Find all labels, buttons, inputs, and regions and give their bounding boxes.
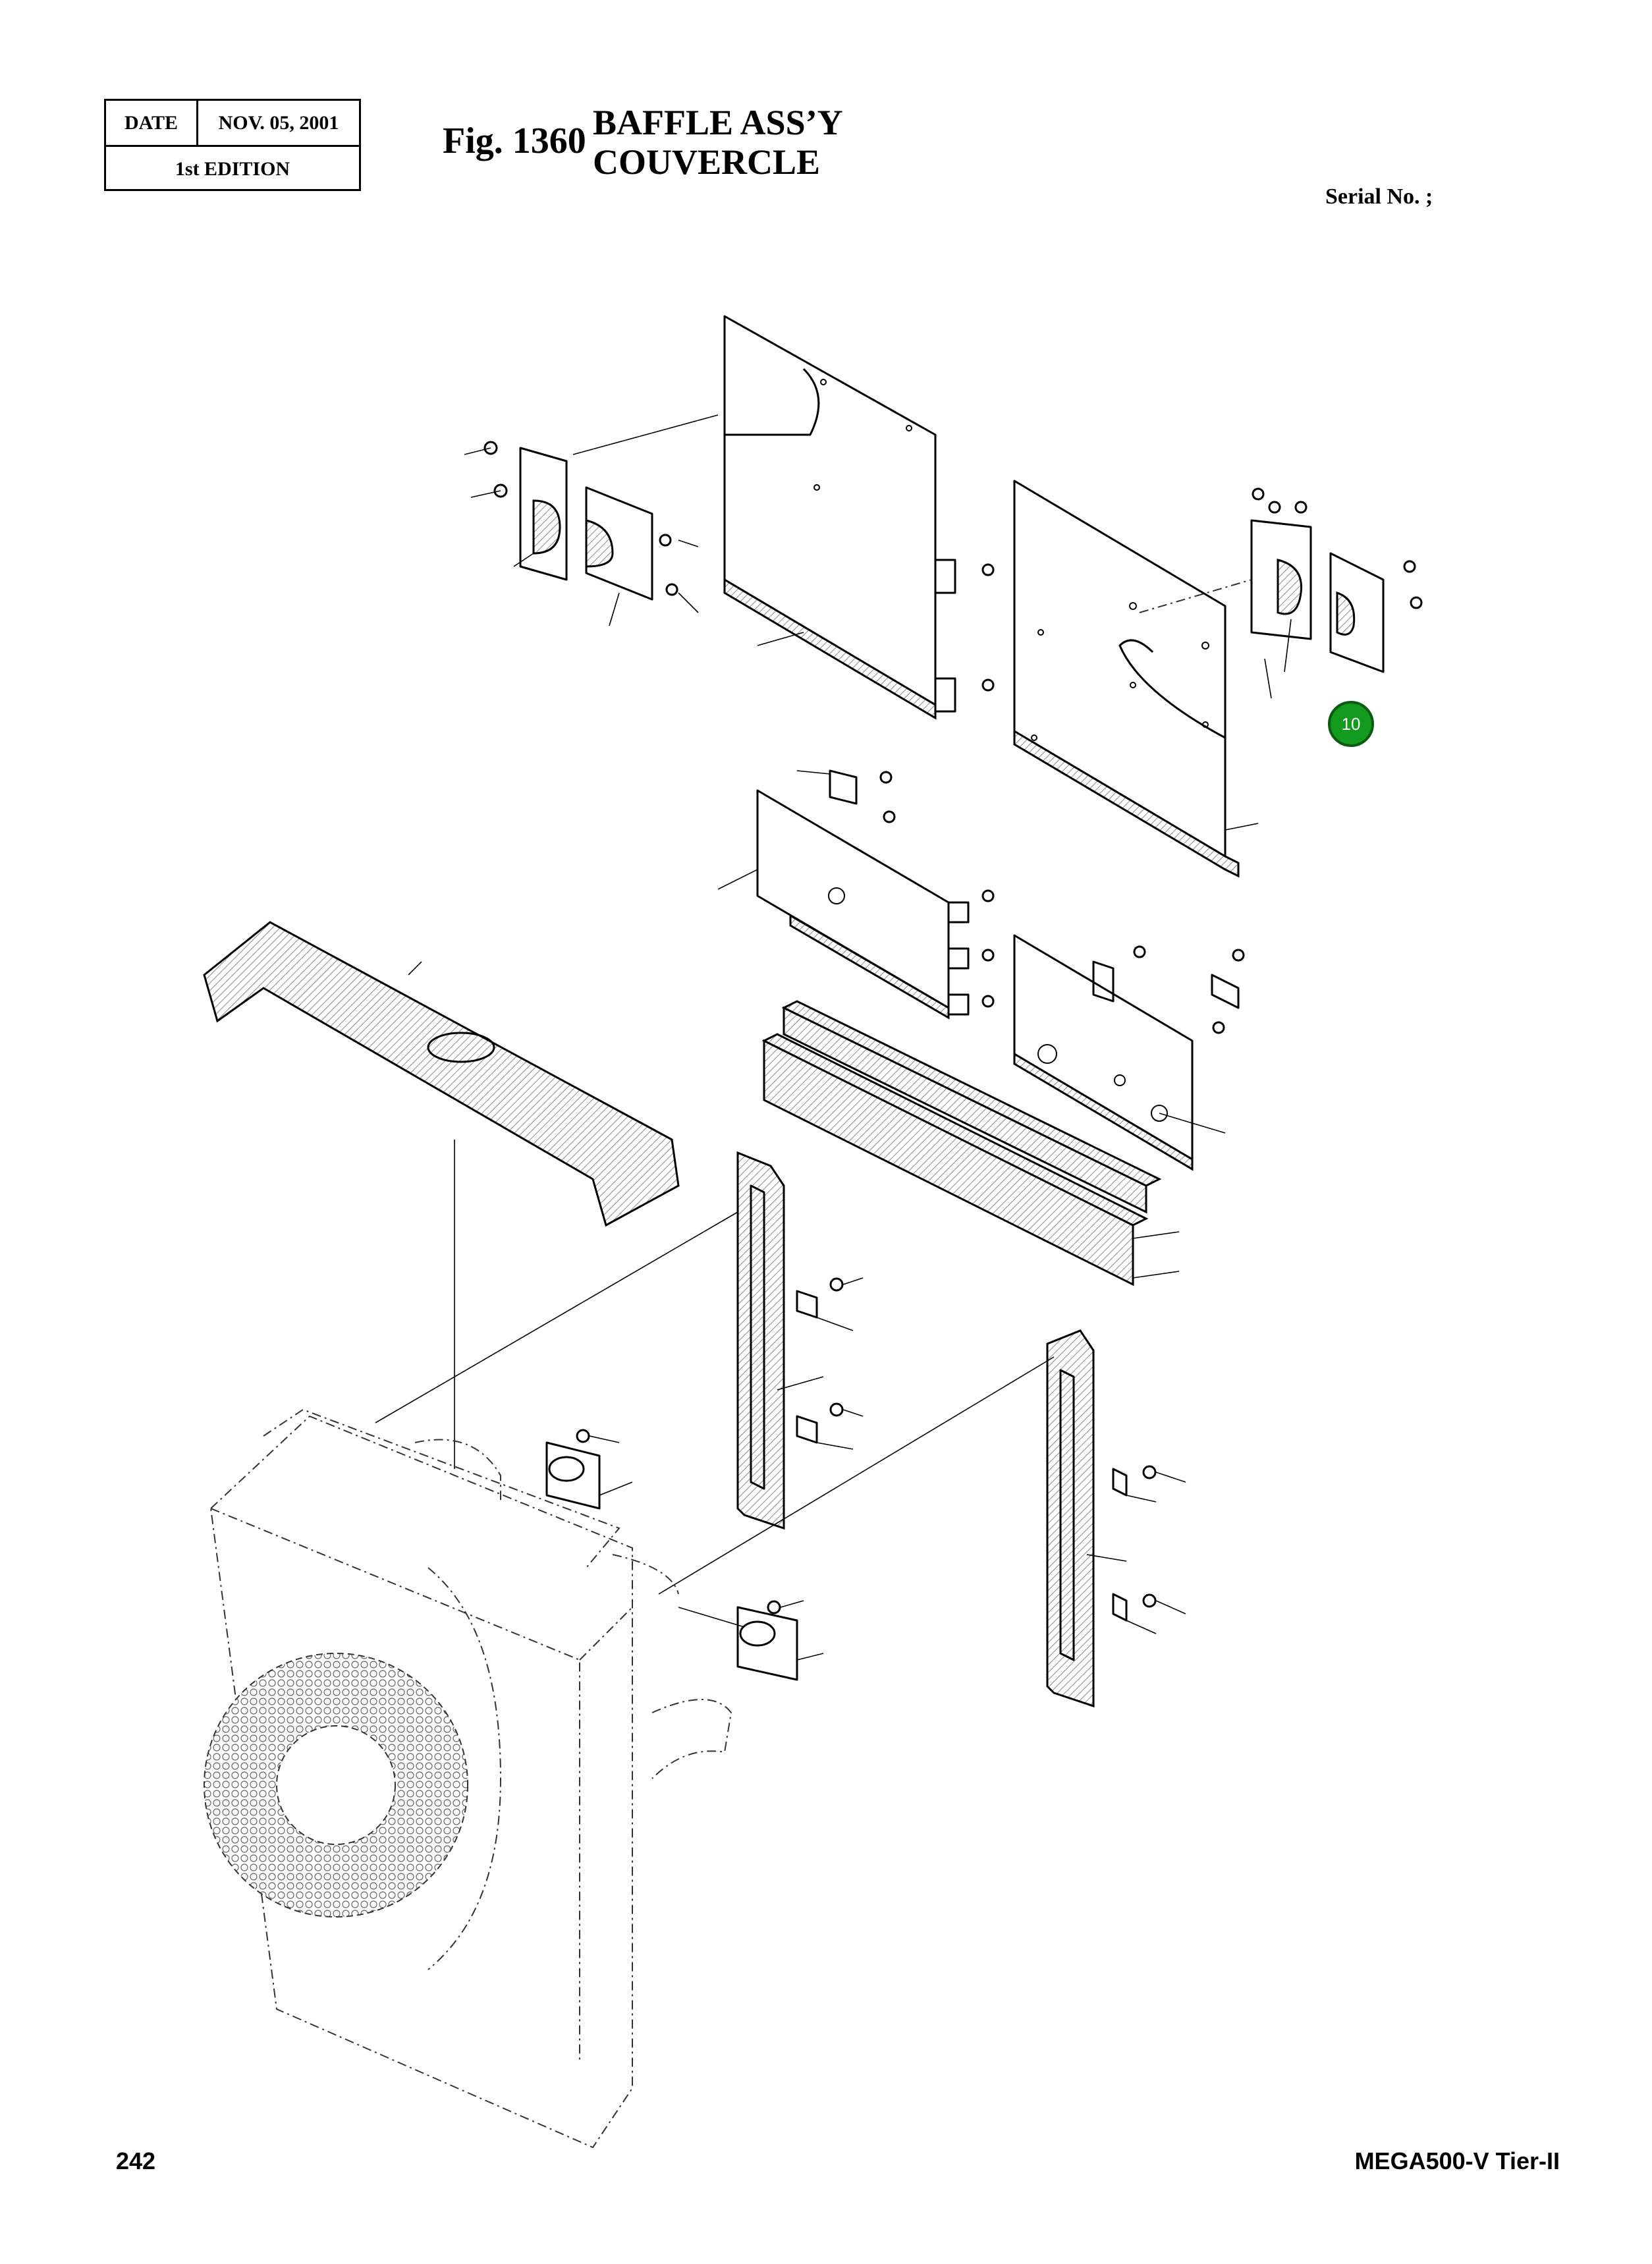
bolt-fasteners bbox=[483, 441, 1423, 1615]
edition-label: 1st EDITION bbox=[175, 157, 290, 180]
model-name: MEGA500-V Tier-II bbox=[1354, 2147, 1560, 2174]
right-hose-grommet-brackets bbox=[1250, 519, 1385, 673]
callout-leader-lines bbox=[408, 447, 1292, 1661]
callout-marker-10[interactable]: 10 bbox=[1328, 701, 1374, 747]
middle-upper-plate bbox=[756, 769, 970, 1020]
assembly-guide-lines bbox=[375, 414, 1252, 1628]
top-shroud-panel bbox=[203, 921, 680, 1469]
figure-number: Fig. 1360 bbox=[443, 121, 586, 161]
date-row: DATE NOV. 05, 2001 bbox=[106, 101, 359, 147]
left-hose-grommet-brackets bbox=[519, 447, 653, 601]
hose-cover-lower bbox=[736, 1606, 798, 1681]
date-box: DATE NOV. 05, 2001 1st EDITION bbox=[104, 99, 361, 191]
date-value: NOV. 05, 2001 bbox=[218, 111, 339, 134]
hose-cover-upper bbox=[545, 1441, 601, 1510]
middle-lower-plate bbox=[1013, 934, 1240, 1171]
radiator-fan-assembly bbox=[204, 1408, 732, 2149]
foam-seal-strips bbox=[761, 1000, 1162, 1286]
page-number: 242 bbox=[116, 2147, 156, 2174]
date-label: DATE bbox=[106, 101, 198, 145]
title-french: COUVERCLE bbox=[593, 142, 821, 182]
vertical-side-seal-right bbox=[1046, 1329, 1095, 1708]
upper-right-baffle-plate bbox=[1013, 480, 1240, 878]
title-english: BAFFLE ASS’Y bbox=[593, 103, 843, 142]
serial-number-label: Serial No. ; bbox=[1325, 184, 1433, 209]
vertical-side-seal-left bbox=[736, 1151, 785, 1530]
upper-left-baffle-plate bbox=[723, 315, 956, 720]
